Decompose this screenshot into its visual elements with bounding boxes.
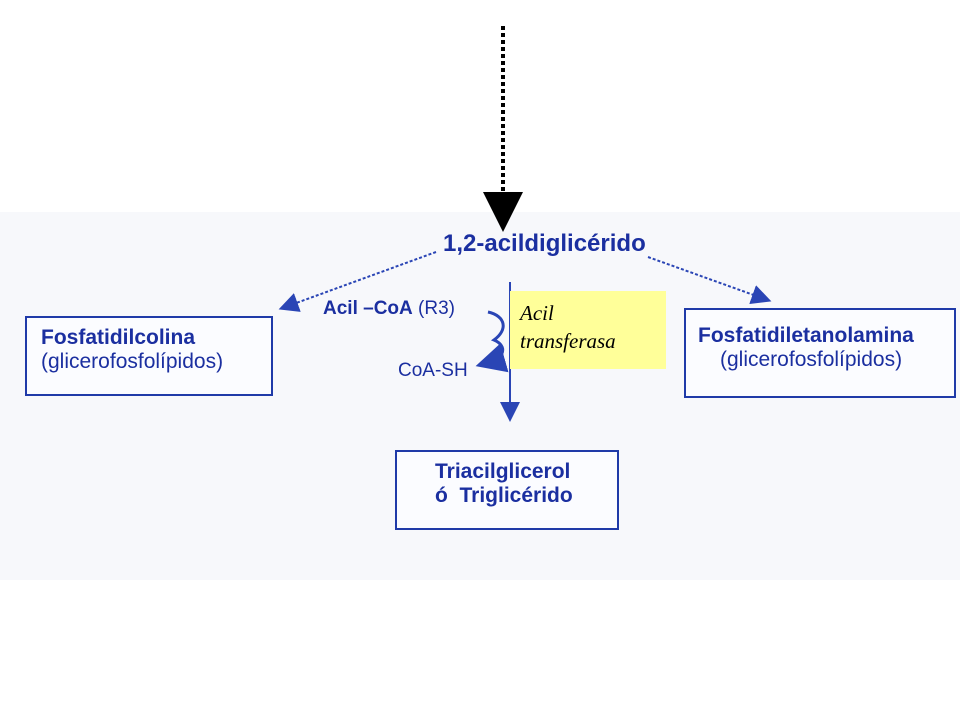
substrate-suffix: (R3) xyxy=(412,298,455,319)
substrate-label: Acil –CoA (R3) xyxy=(323,298,455,320)
fosfatidilcolina-class: (glicerofosfolípidos) xyxy=(41,350,224,373)
enzyme-line2: transferasa xyxy=(520,329,616,353)
substrate-main: Acil –CoA xyxy=(323,298,413,319)
enzyme-highlight-box: Acil transferasa xyxy=(510,291,666,369)
fosfatidiletanolamina-name: Fosfatidiletanolamina xyxy=(698,324,914,347)
cofactor-curved-arrow xyxy=(475,310,509,373)
byproduct-label: CoA-SH xyxy=(398,360,468,381)
fosfatidiletanolamina-class: (glicerofosfolípidos) xyxy=(720,348,903,371)
arrow-to-fosfatidilcolina xyxy=(278,251,437,312)
triacilglicerol-name: Triacilglicerol xyxy=(435,460,571,483)
triacilglicerol-box: Triacilglicerol ó Triglicérido xyxy=(395,450,619,530)
arrow-to-fosfatidiletanolamina xyxy=(647,256,772,305)
start-compound-label: 1,2-acildiglicérido xyxy=(443,230,646,257)
trigliceride-name: ó Triglicérido xyxy=(435,484,573,507)
enzyme-line1: Acil xyxy=(520,301,554,325)
fosfatidilcolina-box: Fosfatidilcolina (glicerofosfolípidos) xyxy=(25,316,273,396)
fosfatidilcolina-name: Fosfatidilcolina xyxy=(41,326,196,349)
fosfatidiletanolamina-box: Fosfatidiletanolamina (glicerofosfolípid… xyxy=(684,308,956,398)
